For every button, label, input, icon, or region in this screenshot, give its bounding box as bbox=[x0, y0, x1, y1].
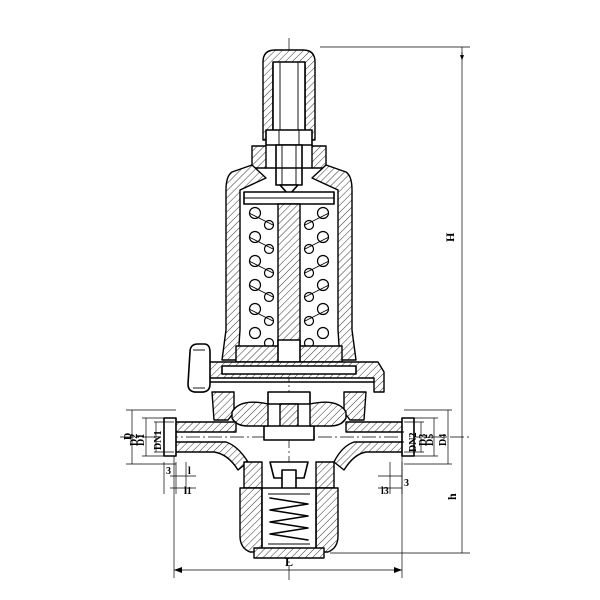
valve-body bbox=[211, 391, 367, 441]
label-DN1: DN1 bbox=[153, 431, 164, 450]
outlet-pipe bbox=[333, 417, 415, 471]
spring-coils bbox=[248, 206, 330, 349]
label-l1: l1 bbox=[184, 486, 192, 497]
label-l3: l3 bbox=[381, 486, 389, 497]
label-D: D bbox=[123, 433, 134, 440]
label-DN2: DN2 bbox=[408, 433, 419, 452]
dimension-H bbox=[320, 46, 470, 437]
label-D1: D1 bbox=[136, 434, 147, 446]
top-cap bbox=[251, 49, 327, 196]
left-diameter-dimensions bbox=[126, 409, 176, 465]
label-l: l bbox=[188, 466, 191, 477]
label-D2: D2 bbox=[129, 434, 140, 446]
spring-stem bbox=[277, 203, 301, 353]
label-D3: D3 bbox=[418, 434, 429, 446]
label-D5: D5 bbox=[425, 434, 436, 446]
label-3-right: 3 bbox=[404, 478, 409, 489]
lower-body bbox=[243, 461, 335, 491]
flange-bolt-left bbox=[187, 343, 211, 393]
bottom-plug bbox=[239, 487, 339, 559]
label-H: H bbox=[443, 232, 457, 242]
right-diameter-dimensions bbox=[404, 409, 452, 465]
bonnet bbox=[221, 164, 357, 361]
port-length-dimensions bbox=[163, 462, 403, 494]
label-h: h bbox=[445, 493, 459, 500]
inlet-pipe bbox=[163, 417, 249, 471]
label-L: L bbox=[285, 555, 293, 569]
diaphragm-flange bbox=[193, 361, 385, 393]
label-D4: D4 bbox=[438, 434, 449, 446]
dimension-h bbox=[330, 437, 470, 554]
label-3-left: 3 bbox=[166, 466, 171, 477]
